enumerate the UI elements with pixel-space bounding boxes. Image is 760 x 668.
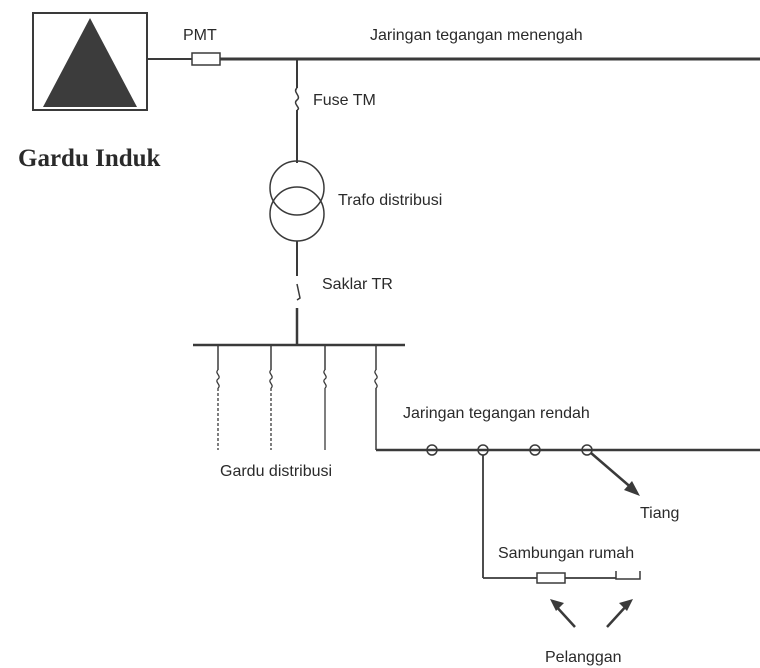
breaker-pmt xyxy=(191,52,221,66)
lv-network-label: Jaringan tegangan rendah xyxy=(403,405,590,422)
lv-switch-drop xyxy=(295,241,301,345)
pole-arrow xyxy=(590,452,640,496)
house-connection xyxy=(482,455,641,584)
transformer-symbol xyxy=(269,160,325,242)
pole-label: Tiang xyxy=(640,505,679,522)
lv-switch-label: Saklar TR xyxy=(322,276,393,293)
substation-symbol xyxy=(32,12,148,111)
fuse-tm-label: Fuse TM xyxy=(313,92,376,109)
mv-network-label: Jaringan tegangan menengah xyxy=(370,27,583,44)
lv-feeders xyxy=(216,345,378,450)
customers-label: Pelanggan xyxy=(545,649,622,666)
fuse-tm-symbol xyxy=(294,87,300,111)
house-connection-label: Sambungan rumah xyxy=(498,545,634,562)
distribution-substation-label: Gardu distribusi xyxy=(220,463,332,480)
lv-network-line xyxy=(376,444,760,456)
lv-switch-symbol xyxy=(296,283,301,301)
customer-arrows xyxy=(550,599,633,628)
mv-drop xyxy=(294,59,300,163)
breaker-label: PMT xyxy=(183,27,217,44)
mv-feeder xyxy=(147,52,760,66)
substation-label: Gardu Induk xyxy=(18,145,161,172)
transformer-label: Trafo distribusi xyxy=(338,192,442,209)
